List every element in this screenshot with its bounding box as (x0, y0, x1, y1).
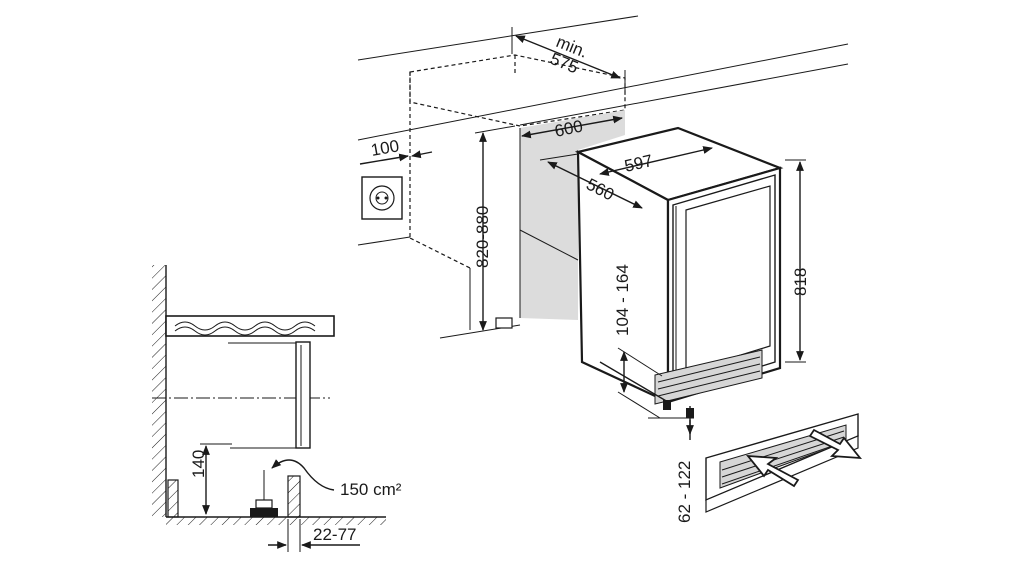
label-22-77: 22-77 (313, 525, 356, 544)
dim-104-164: 104 - 164 (613, 264, 663, 419)
niche-back (520, 110, 625, 320)
label-100: 100 (369, 136, 400, 160)
label-150cm2: 150 cm² (340, 480, 402, 499)
label-818: 818 (791, 268, 810, 296)
dim-62-122: 62 - 122 (648, 406, 694, 523)
section-view: 140 150 cm² 22-77 (152, 265, 402, 552)
power-socket (361, 176, 403, 220)
label-820-880: 820-880 (473, 206, 492, 268)
label-62-122: 62 - 122 (675, 461, 694, 523)
dim-818: 818 (785, 159, 810, 363)
dim-575: min. 575 (511, 27, 626, 95)
label-140: 140 (189, 450, 208, 478)
countertop (165, 315, 335, 337)
dim-820-880: 820-880 (473, 125, 516, 331)
niche-foot (495, 317, 513, 329)
dim-600: 600 (521, 115, 623, 141)
vent-grille (705, 413, 862, 513)
dim-100: 100 (359, 136, 433, 165)
label-104-164: 104 - 164 (613, 264, 632, 336)
room-niche (357, 15, 849, 339)
